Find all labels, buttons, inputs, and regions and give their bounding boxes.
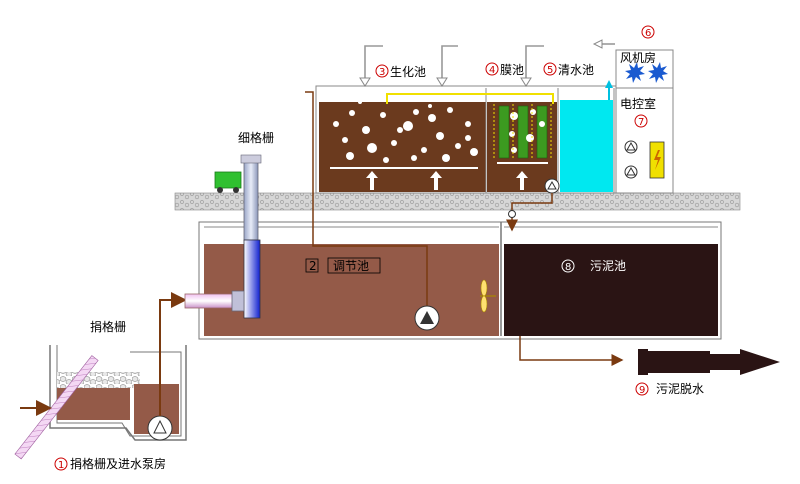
dewatering-label: 污泥脱水 bbox=[656, 381, 704, 396]
sludge-out-pipe bbox=[519, 336, 624, 366]
air-bubbles bbox=[333, 100, 478, 163]
number-7: 7 bbox=[638, 117, 644, 128]
blower-icon bbox=[648, 62, 668, 83]
blower-icons bbox=[625, 62, 668, 83]
screen-room-water bbox=[57, 388, 130, 420]
screenings-cart bbox=[214, 171, 242, 189]
pump-riser-pipe bbox=[159, 292, 187, 416]
fine-screen-label: 细格栅 bbox=[238, 130, 274, 145]
ground-slab bbox=[174, 192, 741, 211]
blower-icon bbox=[625, 62, 645, 83]
number-1: 1 bbox=[58, 460, 64, 471]
number-6: 6 bbox=[645, 28, 651, 39]
biochem-flow-arrows bbox=[366, 171, 528, 190]
coarse-screen-label: 捐格栅 bbox=[90, 319, 126, 334]
fine-screen-pipe bbox=[243, 159, 259, 241]
coarse-screen-bar bbox=[14, 355, 99, 460]
sludge-tank bbox=[504, 244, 718, 336]
number-8: 8 bbox=[565, 262, 571, 273]
biochemical-label: 生化池 bbox=[390, 65, 426, 79]
biochemical-tank bbox=[319, 102, 486, 192]
discharge-arrow bbox=[605, 80, 613, 100]
number-2: 2 bbox=[309, 259, 317, 273]
membrane-modules bbox=[498, 105, 548, 159]
inlet-pipe bbox=[184, 293, 236, 309]
blower-room-label: 风机房 bbox=[620, 50, 656, 65]
valve-icon bbox=[508, 210, 516, 218]
equalization-label: 调节池 bbox=[333, 259, 369, 273]
membrane-label: 膜池 bbox=[500, 63, 524, 77]
clear-water-label: 清水池 bbox=[558, 63, 594, 77]
clear-water-tank bbox=[560, 100, 613, 192]
mixer-icon bbox=[480, 279, 496, 313]
fine-screen-blue-section bbox=[243, 239, 261, 319]
feed-pipe bbox=[305, 91, 428, 306]
number-5: 5 bbox=[547, 65, 553, 76]
screen-room-label: 捐格栅及进水泵房 bbox=[70, 456, 166, 471]
sludge-dewatering-unit bbox=[638, 349, 780, 375]
sludge-tank-label: 污泥池 bbox=[590, 259, 626, 273]
number-9: 9 bbox=[639, 385, 645, 396]
control-room-label: 电控室 bbox=[620, 96, 656, 111]
number-4: 4 bbox=[489, 65, 495, 76]
return-pipe bbox=[386, 93, 554, 104]
number-3: 3 bbox=[379, 67, 385, 78]
